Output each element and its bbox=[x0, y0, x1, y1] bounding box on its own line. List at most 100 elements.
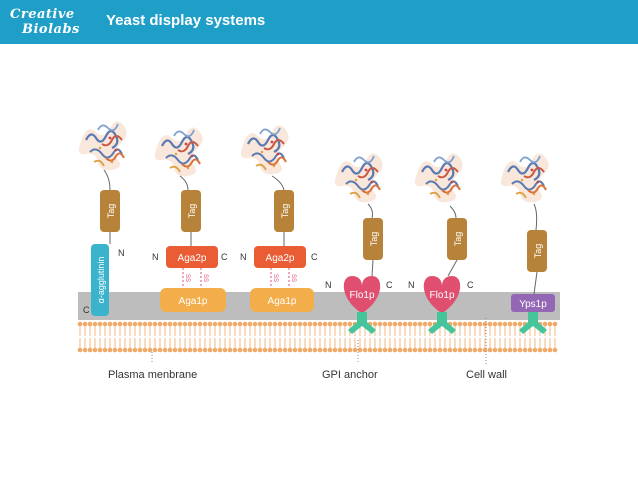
lipid-head bbox=[122, 347, 128, 353]
lipid-head bbox=[277, 347, 283, 353]
c-terminus-label: C bbox=[311, 252, 318, 262]
lipid-head bbox=[452, 321, 458, 327]
lipid-head bbox=[487, 347, 493, 353]
n-terminus-label: N bbox=[408, 280, 415, 290]
company-logo[interactable]: Creative Biolabs bbox=[6, 6, 90, 40]
tag-label: Tag bbox=[106, 204, 116, 219]
tag-label: Tag bbox=[280, 204, 290, 219]
tag-box bbox=[447, 218, 467, 260]
lipid-head bbox=[187, 321, 193, 327]
construct-flo1p-1: Tag Flo1p N C bbox=[325, 152, 393, 334]
lipid-head bbox=[237, 321, 243, 327]
lipid-head bbox=[122, 321, 128, 327]
agglutinin-label: α-agglutinin bbox=[96, 257, 106, 304]
lipid-head bbox=[457, 347, 463, 353]
lipid-head bbox=[112, 321, 118, 327]
lipid-head bbox=[152, 347, 158, 353]
lipid-head bbox=[287, 347, 293, 353]
lipid-head bbox=[202, 321, 208, 327]
gpi-anchor-icon bbox=[519, 312, 547, 334]
lipid-head bbox=[92, 347, 98, 353]
lipid-head bbox=[287, 321, 293, 327]
lipid-head bbox=[332, 321, 338, 327]
gpi-anchor-icon bbox=[428, 312, 456, 334]
lipid-head bbox=[392, 347, 398, 353]
disulfide-label: SS bbox=[184, 274, 190, 282]
lipid-head bbox=[117, 321, 123, 327]
lipid-head bbox=[462, 321, 468, 327]
lipid-head bbox=[152, 321, 158, 327]
yps1p-label: Yps1p bbox=[519, 299, 547, 310]
lipid-head bbox=[267, 347, 273, 353]
lipid-head bbox=[227, 321, 233, 327]
lipid-head bbox=[167, 347, 173, 353]
lipid-head bbox=[262, 347, 268, 353]
lipid-head bbox=[247, 321, 253, 327]
lipid-head bbox=[137, 321, 143, 327]
lipid-head bbox=[417, 347, 423, 353]
n-terminus-label: N bbox=[152, 252, 159, 262]
lipid-head bbox=[477, 321, 483, 327]
lipid-head bbox=[392, 321, 398, 327]
lipid-head bbox=[292, 347, 298, 353]
protein-structure-icon bbox=[333, 152, 384, 204]
protein-structure-icon bbox=[153, 126, 204, 178]
aga2p-box bbox=[254, 246, 306, 268]
flo1p-label: Flo1p bbox=[349, 290, 374, 301]
lipid-head bbox=[497, 321, 503, 327]
disulfide-label: SS bbox=[202, 274, 208, 282]
lipid-head bbox=[492, 321, 498, 327]
c-terminus-label: C bbox=[386, 280, 393, 290]
lipid-head bbox=[217, 321, 223, 327]
c-terminus-label: C bbox=[467, 280, 474, 290]
lipid-head bbox=[552, 321, 558, 327]
lipid-bilayer bbox=[77, 321, 558, 353]
lipid-head bbox=[517, 321, 523, 327]
lipid-head bbox=[227, 347, 233, 353]
gpi-anchor-label: GPI anchor bbox=[322, 369, 378, 381]
lipid-head bbox=[202, 347, 208, 353]
lipid-head bbox=[307, 321, 313, 327]
lipid-head bbox=[512, 321, 518, 327]
lipid-head bbox=[242, 347, 248, 353]
lipid-head bbox=[407, 347, 413, 353]
lipid-head bbox=[207, 321, 213, 327]
lipid-head bbox=[552, 347, 558, 353]
lipid-head bbox=[187, 347, 193, 353]
lipid-head bbox=[502, 321, 508, 327]
lipid-head bbox=[472, 321, 478, 327]
lipid-head bbox=[322, 321, 328, 327]
lipid-head bbox=[357, 347, 363, 353]
lipid-head bbox=[197, 321, 203, 327]
lipid-head bbox=[477, 347, 483, 353]
lipid-head bbox=[342, 347, 348, 353]
lipid-head bbox=[397, 347, 403, 353]
lipid-head bbox=[422, 347, 428, 353]
lipid-head bbox=[302, 321, 308, 327]
lipid-head bbox=[157, 321, 163, 327]
lipid-head bbox=[192, 347, 198, 353]
lipid-head bbox=[232, 321, 238, 327]
header-bar: Creative Biolabs Yeast display systems bbox=[0, 0, 638, 44]
lipid-head bbox=[247, 347, 253, 353]
lipid-head bbox=[127, 347, 133, 353]
lipid-head bbox=[372, 347, 378, 353]
aga2p-label: Aga2p bbox=[178, 253, 207, 264]
lipid-head bbox=[457, 321, 463, 327]
lipid-head bbox=[347, 347, 353, 353]
lipid-head bbox=[102, 321, 108, 327]
lipid-head bbox=[377, 347, 383, 353]
disulfide-label: SS bbox=[272, 274, 278, 282]
lipid-head bbox=[147, 321, 153, 327]
lipid-head bbox=[242, 321, 248, 327]
lipid-head bbox=[507, 347, 513, 353]
lipid-head bbox=[77, 321, 83, 327]
tag-label: Tag bbox=[533, 244, 543, 259]
lipid-head bbox=[322, 347, 328, 353]
aga1p-label: Aga1p bbox=[179, 296, 208, 307]
lipid-head bbox=[497, 347, 503, 353]
aga1p-box bbox=[250, 288, 314, 312]
lipid-head bbox=[402, 347, 408, 353]
lipid-head bbox=[372, 321, 378, 327]
lipid-head bbox=[82, 347, 88, 353]
